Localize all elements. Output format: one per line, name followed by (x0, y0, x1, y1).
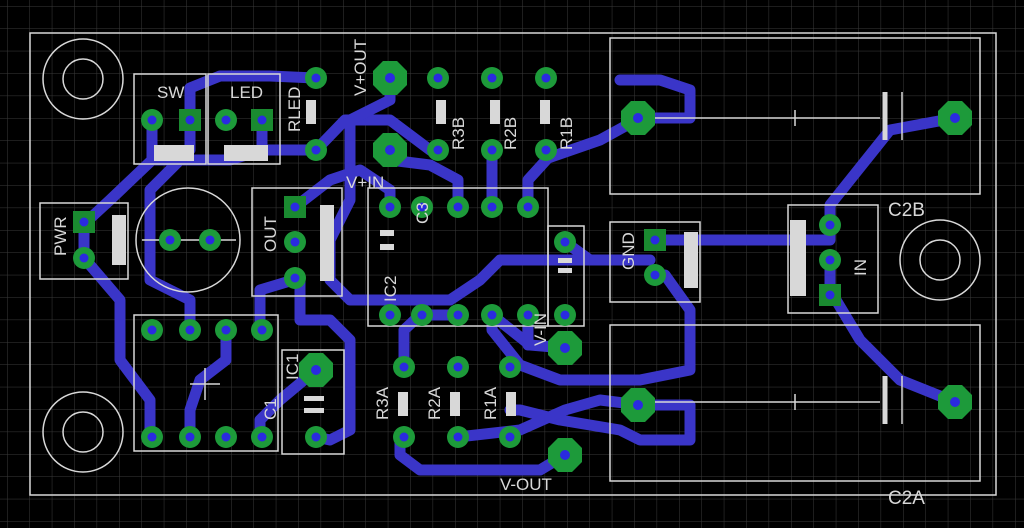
pad-hole (185, 432, 195, 442)
pads (73, 61, 972, 472)
label-pwr: PWR (51, 216, 70, 256)
pad-hole (185, 325, 195, 335)
pad-hole (541, 73, 551, 83)
pad-hole (257, 115, 267, 125)
label-ic2: IC2 (381, 276, 400, 302)
pad-hole (147, 325, 157, 335)
pad-hole (417, 310, 427, 320)
pad-hole (487, 310, 497, 320)
silkscreen (39, 37, 981, 482)
pad-hole (79, 253, 89, 263)
label-c1: C1 (261, 398, 280, 420)
label-ic1: IC1 (283, 354, 302, 380)
label-r1a: R1A (481, 386, 500, 420)
label-vin: V-IN (531, 313, 550, 346)
pad-hole (825, 290, 835, 300)
label-sw: SW (157, 83, 184, 102)
pad-hole (433, 73, 443, 83)
label-r1b: R1B (557, 117, 576, 150)
pad-hole (453, 310, 463, 320)
pad-hole (453, 432, 463, 442)
pad-hole (433, 145, 443, 155)
pad-hole (221, 325, 231, 335)
pad-hole (311, 365, 321, 375)
label-r2a: R2A (425, 386, 444, 420)
silk-bars (112, 100, 806, 416)
pad-hole (147, 115, 157, 125)
label-r3a: R3A (373, 386, 392, 420)
pad-hole (453, 362, 463, 372)
pad-hole (399, 432, 409, 442)
pad-hole (487, 73, 497, 83)
pad-hole (311, 145, 321, 155)
label-vplus-out: V+OUT (351, 39, 370, 96)
pad-hole (417, 202, 427, 212)
pad-hole (650, 270, 660, 280)
label-led: LED (230, 83, 263, 102)
pad-hole (650, 235, 660, 245)
pad-hole (385, 145, 395, 155)
pad-hole (185, 115, 195, 125)
label-vminus-out: V-OUT (500, 475, 552, 494)
pad-hole (950, 113, 960, 123)
pad-hole (205, 235, 215, 245)
label-c2b: C2B (888, 200, 925, 221)
pad-hole (541, 145, 551, 155)
pad-hole (257, 325, 267, 335)
pad-hole (257, 432, 267, 442)
pad-hole (523, 202, 533, 212)
pad-hole (560, 450, 570, 460)
label-c3: C3 (413, 202, 432, 224)
pad-hole (487, 145, 497, 155)
pad-hole (79, 217, 89, 227)
label-c2a: C2A (888, 488, 925, 509)
pad-hole (221, 432, 231, 442)
pad-hole (523, 310, 533, 320)
pad-hole (385, 310, 395, 320)
pad-hole (290, 202, 300, 212)
board-outline (29, 32, 997, 496)
pad-hole (290, 237, 300, 247)
label-r3b: R3B (449, 117, 468, 150)
label-in: IN (851, 259, 870, 276)
pad-hole (950, 397, 960, 407)
pad-hole (633, 113, 643, 123)
pad-hole (453, 202, 463, 212)
label-out: OUT (261, 216, 280, 252)
pad-hole (311, 432, 321, 442)
pad-hole (311, 73, 321, 83)
pad-hole (487, 202, 497, 212)
pad-hole (221, 115, 231, 125)
pad-hole (560, 310, 570, 320)
pad-hole (825, 220, 835, 230)
pad-hole (385, 202, 395, 212)
pad-hole (399, 362, 409, 372)
label-r2b: R2B (501, 117, 520, 150)
pad-hole (505, 362, 515, 372)
pad-hole (560, 343, 570, 353)
pad-hole (385, 73, 395, 83)
pad-hole (825, 255, 835, 265)
pad-hole (165, 235, 175, 245)
pad-hole (505, 432, 515, 442)
pad-hole (147, 432, 157, 442)
label-vplus-in: V+IN (346, 173, 384, 192)
label-gnd: GND (619, 232, 638, 270)
label-rled: RLED (285, 87, 304, 132)
pad-hole (560, 237, 570, 247)
pad-hole (633, 400, 643, 410)
pad-hole (290, 273, 300, 283)
labels: SW LED RLED V+OUT R3B R2B R1B PWR OUT V+… (51, 39, 925, 509)
